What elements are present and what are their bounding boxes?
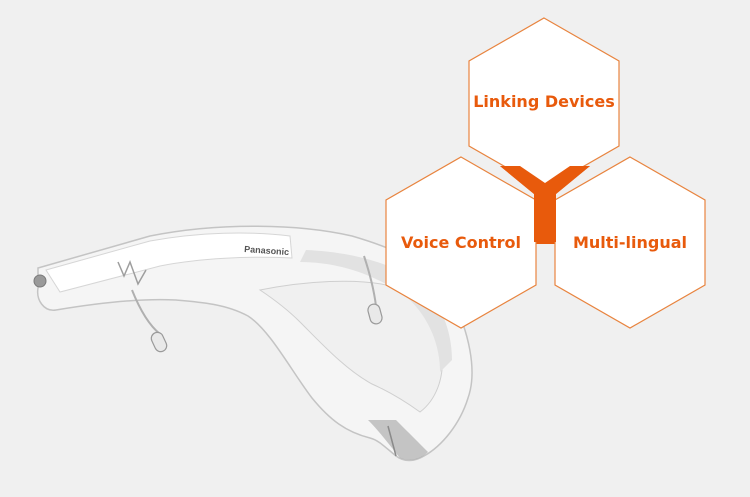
earphone-right-wire xyxy=(363,255,377,307)
headset-bottom-seam xyxy=(387,425,397,457)
feature-label-linking-devices: Linking Devices xyxy=(473,92,615,111)
headset-bottom-pad xyxy=(368,420,428,460)
feature-label-multi-lingual: Multi-lingual xyxy=(573,233,687,252)
headset-visor xyxy=(45,232,293,293)
connector-stem xyxy=(534,186,556,242)
feature-label-voice-control: Voice Control xyxy=(401,233,521,252)
brand-logo: Panasonic xyxy=(244,244,290,257)
earphone-left-icon xyxy=(150,331,168,353)
earphone-left-wire xyxy=(131,289,161,335)
headset-inner-gap xyxy=(258,280,443,413)
earphone-right-icon xyxy=(367,303,383,325)
nose-pad-wire xyxy=(117,259,147,286)
connector-left-arm xyxy=(500,166,545,194)
headset-end-cap xyxy=(33,274,47,288)
connector-right-arm xyxy=(545,166,590,194)
feature-diagram: Linking Devices Voice Control Multi-ling… xyxy=(385,17,706,329)
